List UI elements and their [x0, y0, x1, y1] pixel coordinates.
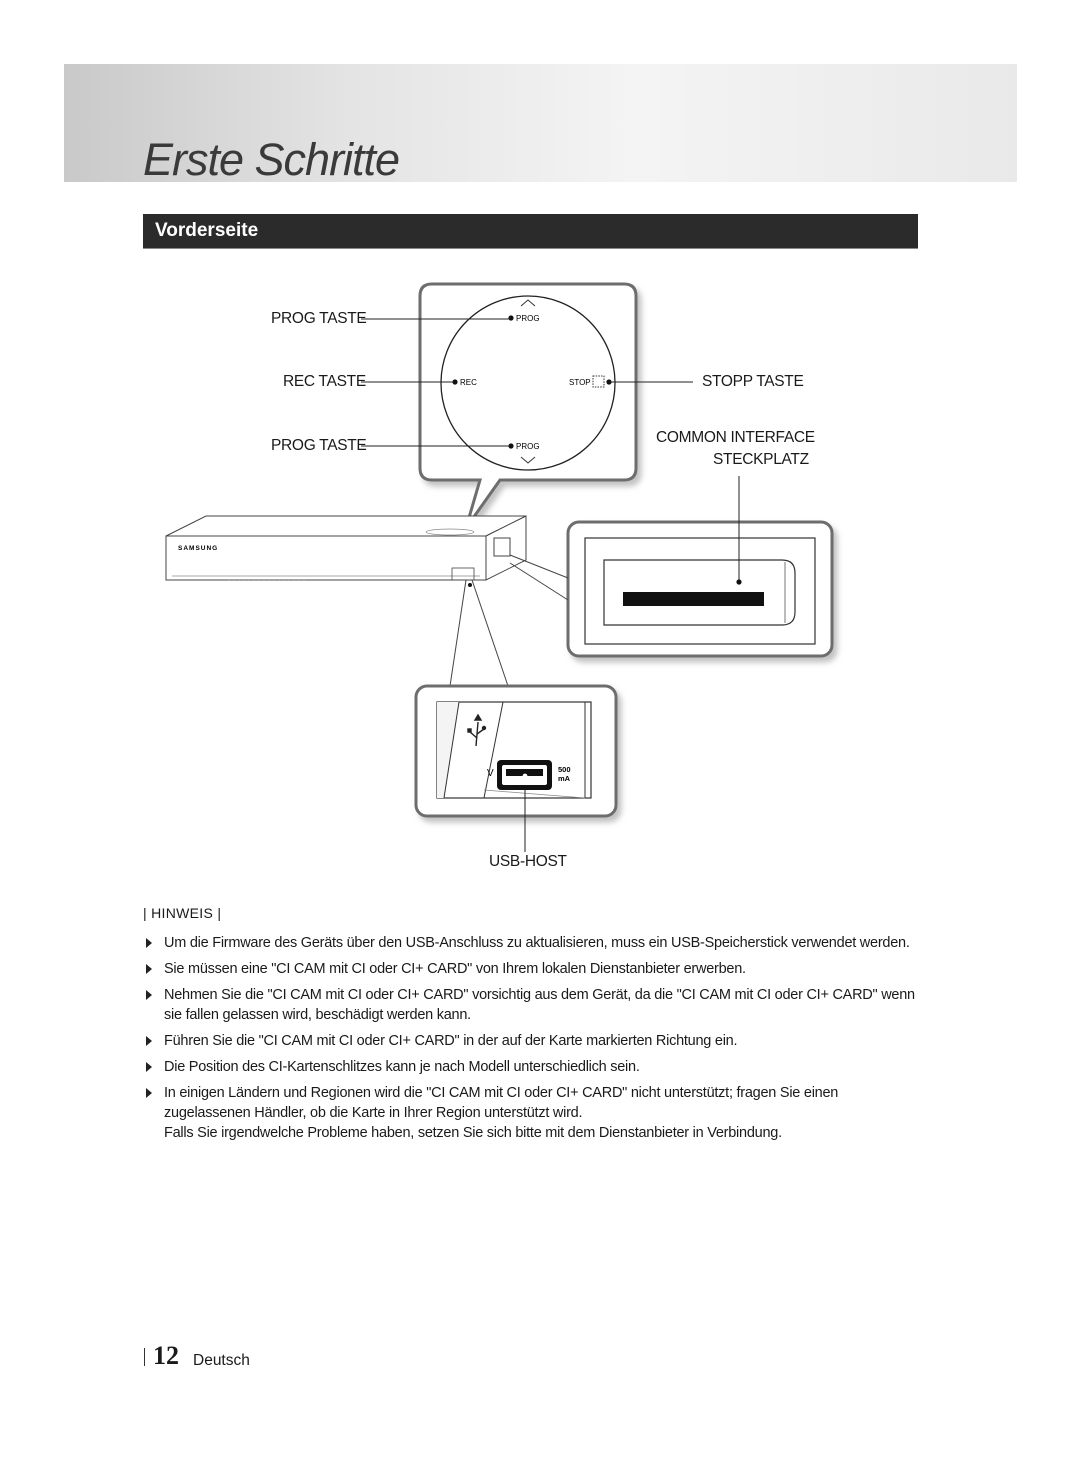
list-item: Nehmen Sie die "CI CAM mit CI oder CI+ C… — [143, 985, 923, 1025]
bullet-arrow-icon — [146, 938, 152, 948]
chevron-up-icon — [520, 299, 536, 307]
label-ci-line1: COMMON INTERFACE — [656, 429, 815, 446]
chevron-down-icon — [520, 456, 536, 464]
prog-down-button[interactable] — [508, 443, 514, 449]
stop-text: STOP — [569, 378, 591, 387]
page-number: 12 — [153, 1341, 179, 1370]
list-item: Sie müssen eine "CI CAM mit CI oder CI+ … — [143, 959, 923, 979]
front-panel-diagram: PROG REC STOP PROG SAMSUNG — [165, 282, 834, 852]
prog-up-button[interactable] — [508, 315, 514, 321]
rec-button[interactable] — [452, 379, 458, 385]
chapter-title: Erste Schritte — [143, 134, 400, 185]
ci-slot-small — [493, 537, 511, 557]
rec-text: REC — [460, 378, 477, 387]
brand-logo: SAMSUNG — [178, 545, 218, 552]
label-prog-bottom: PROG TASTE — [271, 437, 367, 454]
label-rec: REC TASTE — [283, 373, 366, 390]
bullet-arrow-icon — [146, 1088, 152, 1098]
note-heading-text: HINWEIS — [151, 905, 214, 921]
usb-icon — [467, 713, 487, 747]
footer-divider — [144, 1348, 145, 1366]
section-title: Vorderseite — [155, 220, 259, 241]
usb-rating-value: 500 — [558, 765, 571, 774]
usb-voltage-text: V — [487, 768, 494, 779]
bullet-arrow-icon — [146, 990, 152, 1000]
player-device: SAMSUNG — [165, 515, 527, 581]
chapter-header-band — [64, 64, 1017, 182]
note-heading: | HINWEIS | — [143, 905, 222, 921]
list-item: Um die Firmware des Geräts über den USB-… — [143, 933, 923, 953]
bullet-arrow-icon — [146, 1062, 152, 1072]
page-language: Deutsch — [193, 1352, 250, 1369]
label-ci-line2: STECKPLATZ — [713, 451, 809, 468]
note-list: Um die Firmware des Geräts über den USB-… — [143, 933, 923, 1149]
label-stop: STOPP TASTE — [702, 373, 804, 390]
ci-slot-opening — [623, 592, 764, 606]
control-wheel — [440, 295, 616, 471]
prog-up-text: PROG — [516, 314, 540, 323]
list-item: Die Position des CI-Kartenschlitzes kann… — [143, 1057, 923, 1077]
list-item: In einigen Ländern und Regionen wird die… — [143, 1083, 923, 1143]
usb-rating-unit: mA — [558, 774, 571, 783]
label-usb-host: USB-HOST — [489, 853, 567, 870]
usb-port-small — [451, 567, 475, 581]
list-item: Führen Sie die "CI CAM mit CI oder CI+ C… — [143, 1031, 923, 1051]
bullet-arrow-icon — [146, 1036, 152, 1046]
label-prog-top: PROG TASTE — [271, 310, 367, 327]
note-extra: Falls Sie irgendwelche Probleme haben, s… — [164, 1125, 782, 1141]
section-header: Vorderseite — [143, 214, 918, 249]
prog-down-text: PROG — [516, 442, 540, 451]
stop-button[interactable] — [592, 375, 605, 388]
bullet-arrow-icon — [146, 964, 152, 974]
